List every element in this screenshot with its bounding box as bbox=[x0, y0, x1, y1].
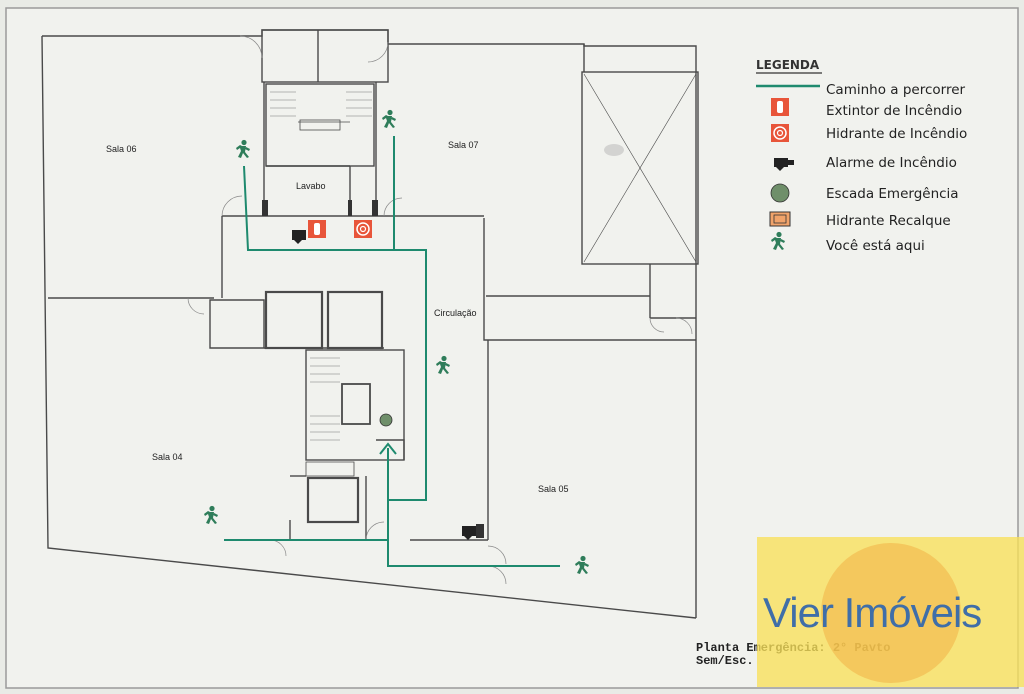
legend-item-label: Hidrante de Incêndio bbox=[826, 126, 968, 142]
smudge bbox=[604, 144, 624, 156]
escape-route bbox=[224, 136, 560, 567]
hydrant-marker bbox=[354, 220, 372, 238]
legend-item-emergency-stair: Escada Emergência bbox=[752, 184, 1012, 206]
emergency-stair-marker bbox=[379, 413, 393, 427]
stair-steps bbox=[270, 91, 372, 441]
alarm-marker bbox=[292, 230, 476, 540]
extinguisher-icon bbox=[771, 98, 789, 116]
hydrant-recalque-icon bbox=[769, 211, 791, 227]
room-label-sala-04: Sala 04 bbox=[152, 452, 183, 462]
watermark: Vier Imóveis bbox=[757, 537, 1024, 687]
legend-item-hydrant-recalque: Hidrante Recalque bbox=[752, 211, 1012, 233]
legend-item-extinguisher: Extintor de Incêndio bbox=[752, 101, 1012, 123]
plan-scale: Sem/Esc. bbox=[696, 654, 754, 668]
legend-item-label: Alarme de Incêndio bbox=[826, 155, 957, 171]
watermark-brand: Vier Imóveis bbox=[763, 589, 982, 636]
room-label-sala-07: Sala 07 bbox=[448, 140, 479, 150]
legend-item-you-are-here: Você está aqui bbox=[752, 236, 1012, 258]
room-label-lavabo: Lavabo bbox=[296, 181, 326, 191]
legend-item-label: Extintor de Incêndio bbox=[826, 103, 963, 119]
door-swings bbox=[187, 35, 693, 585]
legend-item-label: Escada Emergência bbox=[826, 186, 959, 202]
legend-title: LEGENDA bbox=[756, 58, 820, 72]
emergency-stair-icon bbox=[770, 183, 790, 203]
room-label-circulacao: Circulação bbox=[434, 308, 477, 318]
alarm-icon bbox=[774, 158, 794, 171]
legend-item-hydrant: Hidrante de Incêndio bbox=[752, 124, 1012, 146]
room-label-sala-05: Sala 05 bbox=[538, 484, 569, 494]
legend-item-label: Você está aqui bbox=[826, 238, 925, 254]
legend-item-label: Hidrante Recalque bbox=[826, 213, 951, 229]
legend-item-route: Caminho a percorrer bbox=[752, 80, 1012, 102]
extinguisher-marker bbox=[308, 220, 326, 238]
hydrant-icon bbox=[771, 124, 789, 142]
watermark-sun-circle bbox=[821, 543, 961, 683]
room-label-sala-06: Sala 06 bbox=[106, 144, 137, 154]
door-jambs bbox=[262, 200, 484, 538]
legend-item-alarm: Alarme de Incêndio bbox=[752, 153, 1012, 175]
legend-item-label: Caminho a percorrer bbox=[826, 82, 966, 98]
